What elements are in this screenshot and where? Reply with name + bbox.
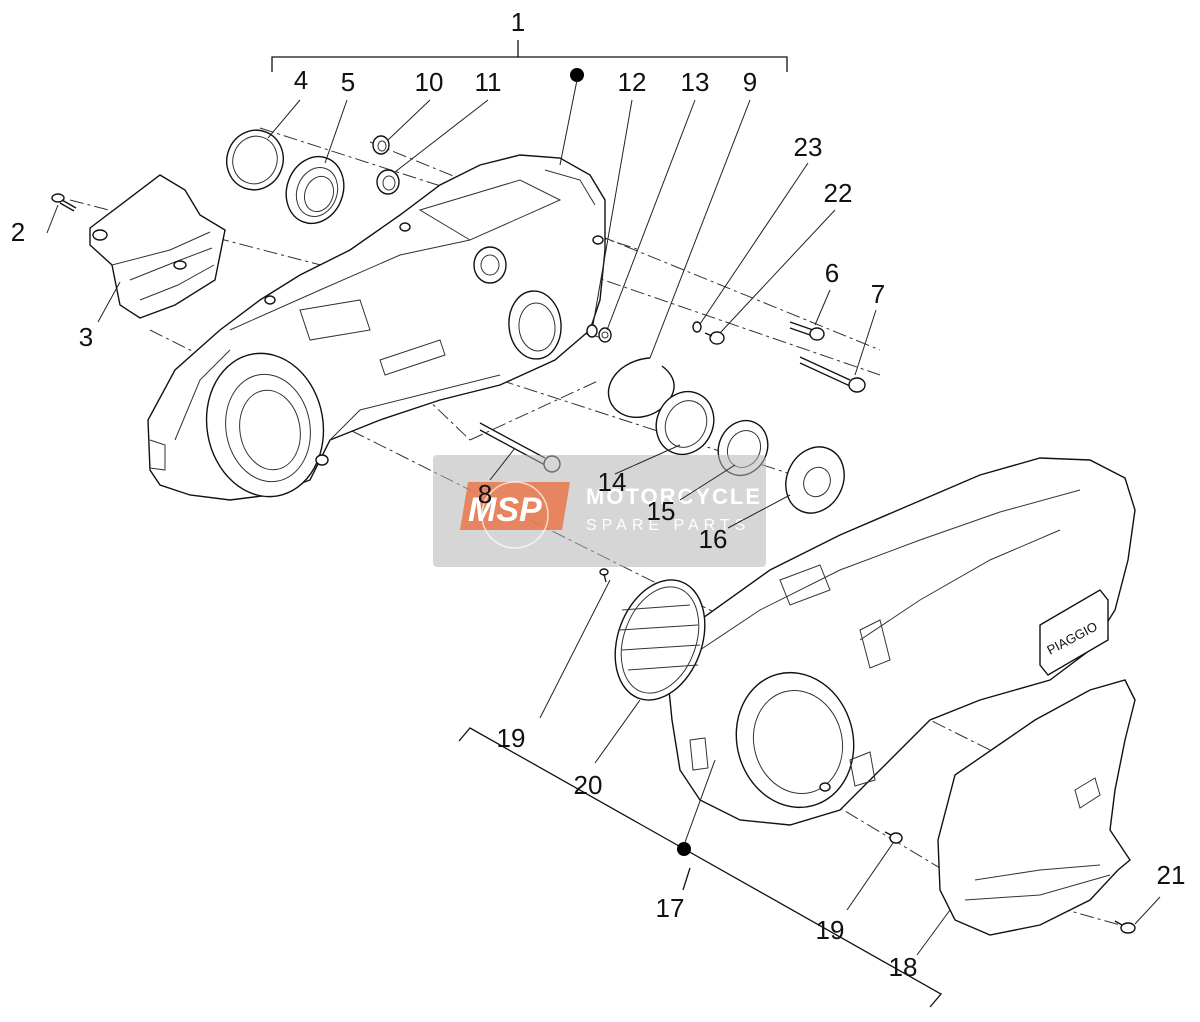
part-number-13: 13 [681,67,710,97]
part-number-7: 7 [871,279,885,309]
watermark-logo: MSP [468,491,542,529]
part-number-8: 8 [478,479,492,509]
part-10-bushing [372,135,390,155]
watermark-subtitle: SPARE PARTS [586,517,750,534]
part-20-intake-grille [614,579,706,701]
part-22-screw [704,331,725,345]
part-number-16: 16 [699,524,728,554]
part-number-19-b: 19 [816,915,845,945]
part-9-circlip [607,357,675,419]
part-number-6: 6 [825,258,839,288]
part-19-screw-b [884,831,903,844]
part-5-oil-seal [285,155,345,225]
part-3-air-scoop [89,174,226,319]
part-number-23: 23 [794,132,823,162]
watermark-brand: MOTORCYCLE [586,484,762,509]
part-number-2: 2 [11,217,25,247]
part-2-screw [51,193,77,212]
part-21-screw [1114,920,1136,934]
part-number-9: 9 [743,67,757,97]
part-7-bolt [799,356,866,393]
group-bracket-17 [458,727,943,1008]
part-6-bolt [789,321,825,341]
part-12-washer [586,324,598,338]
part-number-18: 18 [889,952,918,982]
part-16-cap [785,446,845,514]
part-number-20: 20 [574,770,603,800]
watermark: MSP MOTORCYCLE SPARE PARTS [433,455,766,567]
part-17-variator-cover: PIAGGIO [664,457,1136,826]
part-number-12: 12 [618,67,647,97]
part-number-19-a: 19 [497,723,526,753]
part-number-3: 3 [79,322,93,352]
part-18-outer-cover [937,679,1136,936]
part-number-10: 10 [415,67,444,97]
part-number-15: 15 [647,496,676,526]
part-23-washer [692,321,702,333]
part-13-nut [598,327,612,343]
part-number-4: 4 [294,65,308,95]
part-11-bearing [376,169,400,195]
part-number-14: 14 [598,467,627,497]
part-number-1: 1 [511,7,525,37]
reference-dot-cover [677,842,691,856]
part-1-crankcase [147,154,606,501]
part-number-labels: 1 2 3 4 5 10 11 12 13 9 23 22 6 7 8 14 1… [11,7,1186,982]
part-number-11: 11 [475,67,502,97]
part-14-toothed-washer [655,390,715,456]
part-number-22: 22 [824,178,853,208]
group-bracket-1 [271,40,788,72]
reference-dot-crankcase [570,68,584,82]
part-number-17: 17 [656,893,685,923]
part-19-screw-a [599,568,609,583]
part-4-ring [226,129,284,191]
part-number-5: 5 [341,67,355,97]
part-number-21: 21 [1157,860,1186,890]
leader-lines [46,79,1161,956]
